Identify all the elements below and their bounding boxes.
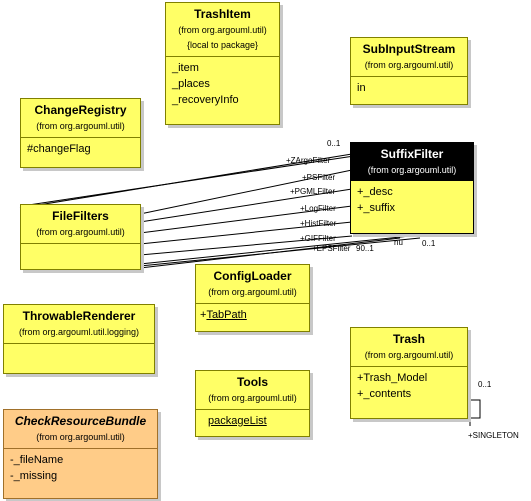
role-fragment-1: 90..1 — [356, 244, 374, 253]
class-attribute: _recoveryInfo — [172, 94, 239, 106]
class-package: (from org.argouml.util) — [208, 393, 297, 403]
class-package: (from org.argouml.util) — [36, 432, 125, 442]
role-fragment-2: nu — [394, 238, 403, 247]
static-attribute-name: TabPath — [206, 309, 247, 321]
class-name: FileFilters — [52, 209, 109, 223]
class-package: (from org.argouml.util) — [178, 25, 267, 35]
class-attribute: _item — [172, 62, 199, 74]
class-name: SubInputStream — [362, 42, 456, 56]
assoc-line — [139, 235, 411, 265]
assoc-line — [139, 205, 353, 234]
class-package: (from org.argouml.util) — [36, 121, 125, 131]
class-trash[interactable]: Trash (from org.argouml.util) +Trash_Mod… — [350, 327, 468, 419]
assoc-line — [139, 235, 353, 256]
class-name: Trash — [392, 332, 425, 346]
class-attribute: -_fileName — [10, 454, 64, 466]
class-package: (from org.argouml.util) — [36, 227, 125, 237]
static-attribute-name: packageList — [208, 415, 267, 427]
assoc-line — [139, 169, 353, 215]
class-name: ThrowableRenderer — [22, 309, 136, 323]
role-pgml: +PGMLFilter — [290, 187, 335, 196]
class-attribute: +_desc — [357, 186, 393, 198]
assoc-line — [21, 155, 355, 207]
role-gif: +GIFFilter — [300, 234, 336, 243]
role-log: +LogFilter — [300, 204, 336, 213]
class-attribute: +TabPath — [200, 309, 247, 321]
singleton-role: +SINGLETON — [468, 431, 519, 440]
class-package: (from org.argouml.util) — [367, 165, 457, 175]
role-ps: +PSFilter — [302, 173, 335, 182]
class-attribute: in — [357, 82, 366, 94]
role-zargo: +ZArgoFilter — [286, 156, 331, 165]
class-name: ChangeRegistry — [34, 103, 127, 117]
class-attribute: +_contents — [357, 388, 412, 400]
role-hist: +HistFilter — [300, 219, 337, 228]
class-attribute: _places — [172, 78, 210, 90]
class-package: (from org.argouml.util.logging) — [18, 327, 140, 337]
class-attribute: -_missing — [10, 470, 58, 482]
assoc-line — [139, 237, 401, 269]
class-configloader[interactable]: ConfigLoader (from org.argouml.util) +Ta… — [195, 264, 310, 332]
class-subinputstream[interactable]: SubInputStream (from org.argouml.util) i… — [350, 37, 468, 105]
class-checkresourcebundle[interactable]: CheckResourceBundle (from org.argouml.ut… — [3, 409, 158, 499]
singleton-line — [460, 399, 481, 419]
class-attribute: #changeFlag — [27, 143, 91, 155]
class-name: TrashItem — [194, 7, 251, 21]
class-throwablerenderer[interactable]: ThrowableRenderer (from org.argouml.util… — [3, 304, 155, 374]
class-attribute: +Trash_Model — [357, 372, 428, 384]
class-trashitem[interactable]: TrashItem (from org.argouml.util) {local… — [165, 2, 280, 125]
class-changeregistry[interactable]: ChangeRegistry (from org.argouml.util) #… — [20, 98, 141, 168]
class-attribute: +_suffix — [357, 202, 396, 214]
assoc-line — [139, 188, 353, 223]
mult-bottom: 0..1 — [422, 239, 436, 248]
class-note: {local to package} — [186, 40, 259, 50]
role-eps: +EPSFilter — [312, 244, 351, 253]
class-name: SuffixFilter — [380, 147, 444, 161]
class-name: Tools — [236, 375, 269, 389]
assoc-line — [139, 221, 353, 245]
singleton-mult: 0..1 — [478, 380, 492, 389]
class-package: (from org.argouml.util) — [208, 287, 297, 297]
class-package: (from org.argouml.util) — [364, 350, 454, 360]
mult-top: 0..1 — [327, 139, 341, 148]
class-filefilters[interactable]: FileFilters (from org.argouml.util) — [20, 204, 141, 270]
class-package: (from org.argouml.util) — [364, 60, 454, 70]
class-name: ConfigLoader — [213, 269, 292, 283]
class-name: CheckResourceBundle — [14, 414, 147, 428]
class-suffixfilter[interactable]: SuffixFilter (from org.argouml.util) +_d… — [350, 142, 474, 234]
class-tools[interactable]: Tools (from org.argouml.util) packageLis… — [195, 370, 310, 437]
